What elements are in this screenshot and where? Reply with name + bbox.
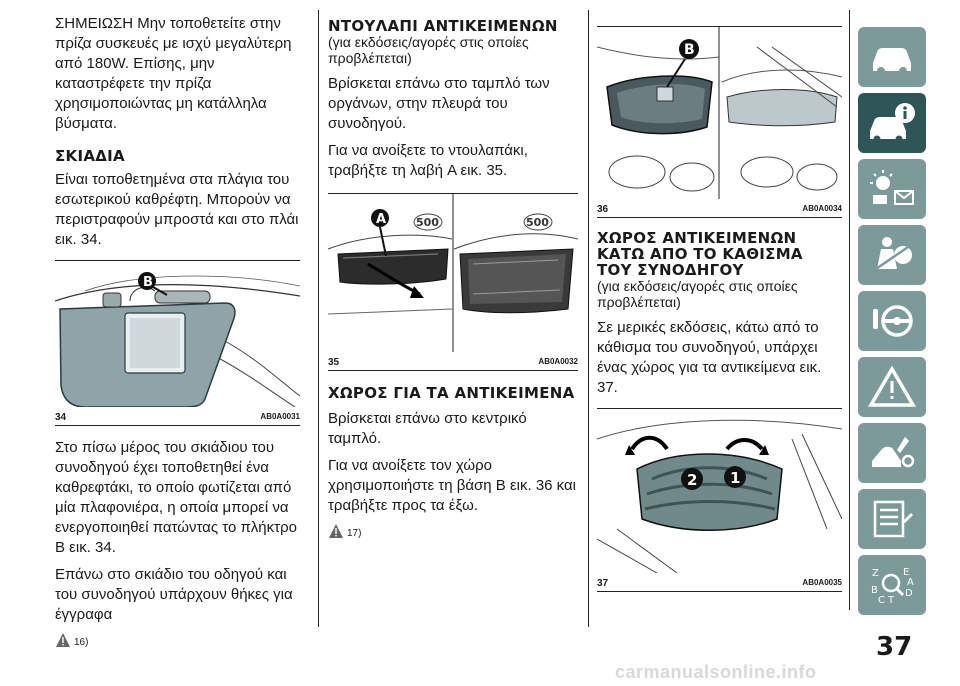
svg-text:T: T [887, 595, 895, 606]
figure-label-1: 1 [730, 469, 740, 487]
car-icon [873, 48, 911, 75]
section-heading-sun-visors: ΣΚΙΑΔΙΑ [55, 147, 125, 165]
availability-note: (για εκδόσεις/αγορές στις οποίες προβλέπ… [597, 278, 798, 310]
paragraph: Σε μερικές εκδόσεις, κάτω από το κάθισμα… [597, 319, 822, 396]
svg-text:E: E [903, 567, 909, 578]
availability-note: (για εκδόσεις/αγορές στις οποίες προβλέπ… [328, 34, 529, 66]
tab-emergency[interactable] [858, 357, 926, 417]
column-3: B 36 AB0A0034 ΧΩΡΟΣ ΑΝΤΙΚΕΙΜΕΝΩΝ ΚΑΤΩ ΑΠ… [597, 14, 842, 604]
glove-box-illustration: 500 A 500 [328, 194, 578, 352]
steering-wheel-icon [873, 305, 913, 337]
figure-number: 35 [328, 357, 340, 368]
column-divider [318, 10, 319, 627]
figure-number: 34 [55, 412, 67, 423]
tab-starting-driving[interactable] [858, 291, 926, 351]
badge-500: 500 [416, 216, 439, 229]
warning-icon [56, 633, 70, 647]
note-reference: 17) [328, 523, 578, 539]
figure-caption: 37 AB0A0035 [597, 575, 842, 591]
column-2: ΝΤΟΥΛΑΠΙ ΑΝΤΙΚΕΙΜΕΝΩΝ (για εκδόσεις/αγορ… [328, 14, 578, 539]
svg-text:D: D [905, 588, 913, 599]
section-heading-storage: ΧΩΡΟΣ ΓΙΑ ΤΑ ΑΝΤΙΚΕΙΜΕΝΑ [328, 384, 575, 402]
index-letters-icon: Z E B C T D A [871, 567, 914, 606]
watermark-footer: carmanualsonline.info [615, 662, 817, 682]
column-divider [849, 10, 850, 610]
specifications-list-icon [873, 500, 913, 538]
figure-code: AB0A0034 [802, 204, 842, 213]
tab-car-information[interactable] [858, 93, 926, 153]
service-tools-icon [872, 437, 915, 468]
figure-caption: 36 AB0A0034 [597, 201, 842, 217]
section-heading-under-seat-storage: ΧΩΡΟΣ ΑΝΤΙΚΕΙΜΕΝΩΝ ΚΑΤΩ ΑΠΟ ΤΟ ΚΑΘΙΣΜΑ Τ… [597, 229, 803, 279]
figure-number: 37 [597, 578, 609, 589]
note-paragraph: ΣΗΜΕΙΩΣΗ Μην τοποθετείτε στην πρίζα συσκ… [55, 15, 292, 132]
svg-text:A: A [907, 577, 914, 588]
figure-37: 2 1 37 AB0A0035 [597, 408, 842, 592]
figure-label-2: 2 [687, 471, 697, 489]
figure-caption: 35 AB0A0032 [328, 354, 578, 370]
note-reference: 16) [55, 632, 300, 648]
paragraph: Επάνω στο σκιάδιο του οδηγού και του συν… [55, 566, 293, 623]
tab-safety[interactable] [858, 225, 926, 285]
column-divider [588, 10, 589, 627]
warning-triangle-icon [867, 365, 917, 407]
figure-number: 36 [597, 204, 609, 215]
figure-36: B 36 AB0A0034 [597, 26, 842, 218]
svg-text:C: C [878, 595, 885, 606]
airbag-safety-icon [872, 237, 912, 273]
tab-index[interactable]: Z E B C T D A [858, 555, 926, 615]
badge-500: 500 [526, 216, 549, 229]
paragraph: Βρίσκεται επάνω στο κεντρικό ταμπλό. [328, 410, 527, 447]
figure-label: B [143, 275, 153, 290]
page-number: 37 [876, 632, 913, 662]
under-seat-drawer-illustration: 2 1 [597, 419, 842, 574]
paragraph: Για να ανοίξετε το ντουλαπάκι, τραβήξτε … [328, 142, 528, 179]
column-1: ΣΗΜΕΙΩΣΗ Μην τοποθετείτε στην πρίζα συσκ… [55, 14, 300, 648]
sun-visor-illustration: B [55, 272, 300, 408]
svg-text:B: B [871, 585, 878, 596]
tab-maintenance[interactable] [858, 423, 926, 483]
figure-label: A [376, 212, 386, 227]
paragraph: Βρίσκεται επάνω στο ταμπλό των οργάνων, … [328, 75, 550, 132]
figure-code: AB0A0032 [538, 357, 578, 366]
figure-label: B [684, 42, 695, 58]
figure-35: 500 A 500 35 AB0A0032 [328, 193, 578, 371]
paragraph: Στο πίσω μέρος του σκιάδιου του συνοδηγο… [55, 439, 297, 556]
warning-icon [329, 524, 343, 538]
chapter-tabs: Z E B C T D A [858, 27, 928, 621]
tab-technical-specifications[interactable] [858, 489, 926, 549]
figure-34: B 34 AB0A0031 [55, 260, 300, 426]
car-info-icon [870, 103, 915, 143]
section-heading-glove-box: ΝΤΟΥΛΑΠΙ ΑΝΤΙΚΕΙΜΕΝΩΝ [328, 17, 558, 35]
tab-car-overview[interactable] [858, 27, 926, 87]
figure-code: AB0A0031 [260, 412, 300, 421]
dashboard-storage-illustration: B [597, 27, 842, 199]
svg-text:Z: Z [872, 568, 879, 579]
figure-code: AB0A0035 [802, 578, 842, 587]
figure-caption: 34 AB0A0031 [55, 409, 300, 425]
paragraph: Για να ανοίξετε τον χώρο χρησιμοποιήστε … [328, 457, 577, 514]
tab-dashboard-lights[interactable] [858, 159, 926, 219]
paragraph: Είναι τοποθετημένα στα πλάγια του εσωτερ… [55, 171, 299, 248]
dashboard-lights-icon [870, 170, 914, 205]
